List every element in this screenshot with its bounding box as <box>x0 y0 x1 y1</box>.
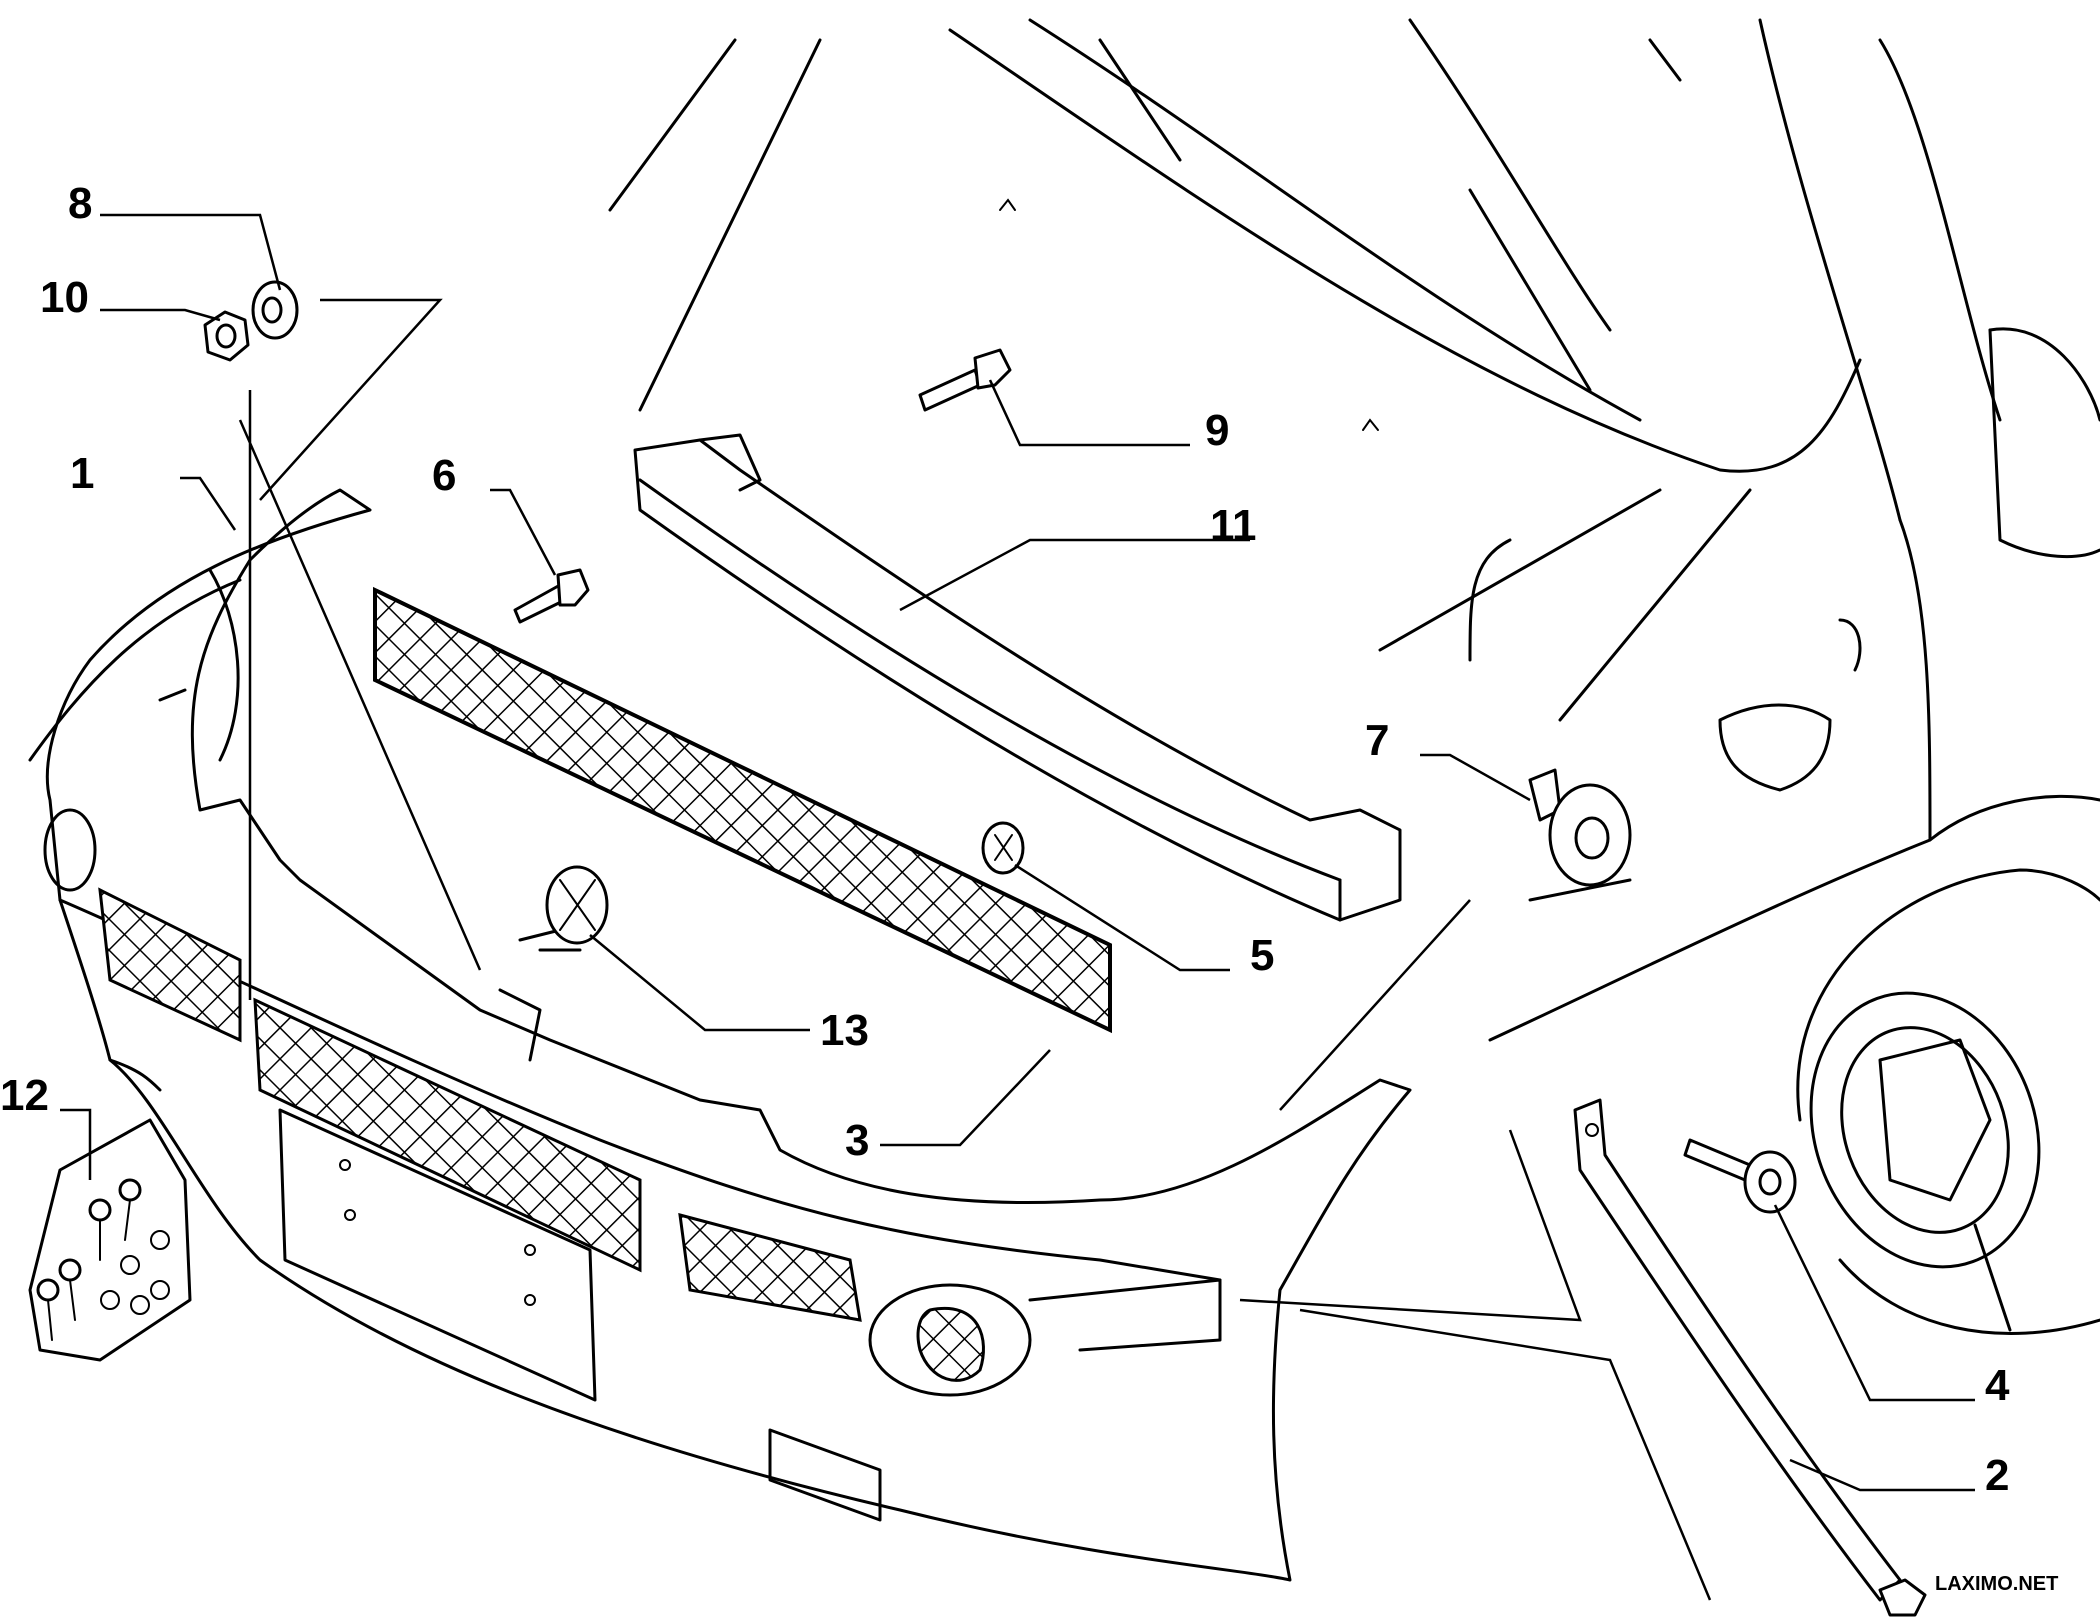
callout-1: 1 <box>70 449 94 498</box>
flange-nut <box>203 310 250 362</box>
watermark: LAXIMO.NET <box>1935 1573 2058 1595</box>
callout-3: 3 <box>845 1116 869 1165</box>
washer <box>251 280 299 340</box>
screw-kit <box>28 1118 192 1362</box>
callout-6: 6 <box>432 451 456 500</box>
spring-clip <box>981 821 1025 875</box>
front-bumper <box>28 488 1412 1582</box>
self-tapping-screw <box>918 348 1012 412</box>
bolt <box>513 568 590 624</box>
callout-labels: 8 10 1 6 9 11 7 5 13 3 12 4 2 <box>0 179 2010 1500</box>
callout-9: 9 <box>1205 406 1229 455</box>
plastic-clip <box>545 865 609 945</box>
leader-lines <box>60 213 1975 1601</box>
car-body-outline <box>608 18 2100 1335</box>
callout-13: 13 <box>820 1006 869 1055</box>
grille-mesh-strip <box>373 586 1112 1034</box>
callout-7: 7 <box>1365 716 1389 765</box>
callout-12: 12 <box>0 1071 49 1120</box>
bumper-screw <box>1683 1138 1797 1214</box>
support-strap <box>1573 1098 1927 1617</box>
callout-10: 10 <box>40 273 89 322</box>
callout-4: 4 <box>1985 1361 2010 1410</box>
callout-5: 5 <box>1250 931 1274 980</box>
push-rivet <box>1528 768 1632 887</box>
callout-8: 8 <box>68 179 92 228</box>
callout-2: 2 <box>1985 1451 2009 1500</box>
bumper-reinforcement-beam <box>633 433 1402 922</box>
callout-11: 11 <box>1210 501 1257 550</box>
